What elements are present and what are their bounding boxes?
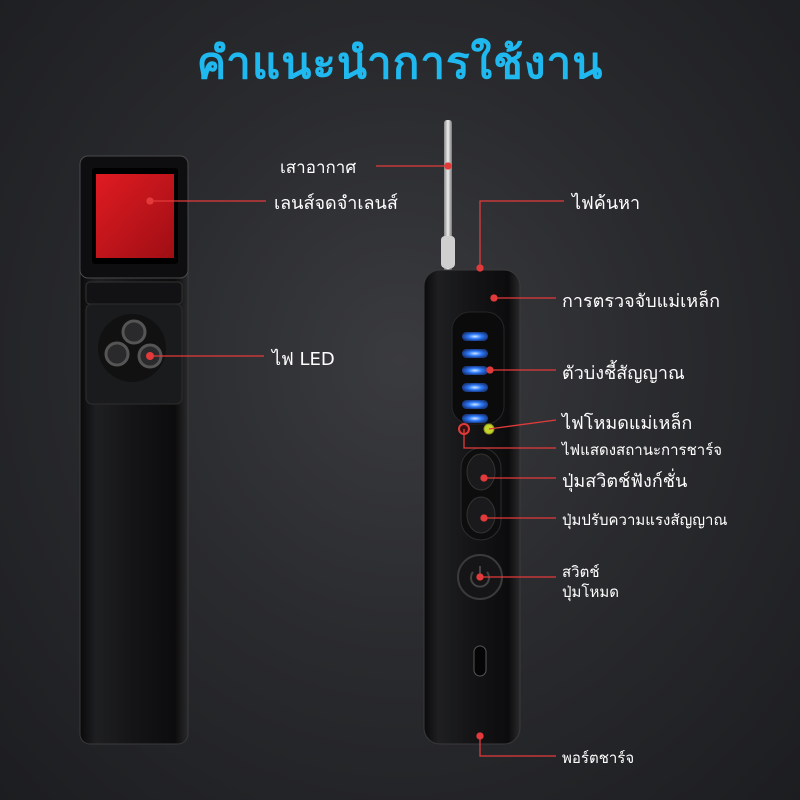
label-mode-button: ปุ่มโหมด <box>562 583 619 601</box>
right-device <box>423 120 521 745</box>
label-magnetic-mode-light: ไฟโหมดแม่เหล็ก <box>562 413 693 434</box>
label-infrared-lens: เลนส์จดจำเลนส์ <box>274 193 398 214</box>
label-signal-strength-button: ปุ่มปรับความแรงสัญญาณ <box>562 511 728 529</box>
label-charging-port: พอร์ตชาร์จ <box>562 749 635 767</box>
charging-port <box>473 645 487 677</box>
label-magnetic-detection: การตรวจจับแม่เหล็ก <box>562 291 721 312</box>
label-antenna: เสาอากาศ <box>280 158 357 178</box>
led-icon <box>121 319 147 345</box>
label-led: ไฟ LED <box>272 349 335 370</box>
label-function-switch-button: ปุ่มสวิตช์ฟังก์ชั่น <box>562 471 688 492</box>
label-charging-status-light: ไฟแสดงสถานะการชาร์จ <box>562 441 723 459</box>
red-lens <box>96 174 174 258</box>
left-device <box>79 155 189 745</box>
label-signal-indicator: ตัวบ่งชี้สัญญาณ <box>562 363 685 384</box>
signal-bars <box>462 332 488 423</box>
label-search-light: ไฟค้นหา <box>572 193 641 214</box>
signal-strength-button[interactable] <box>466 496 496 534</box>
leader-lines <box>146 162 564 757</box>
led-icon <box>104 341 130 367</box>
function-switch-button[interactable] <box>466 453 496 491</box>
page-title: คำแนะนำการใช้งาน <box>196 38 604 89</box>
label-switch: สวิตช์ <box>562 563 600 581</box>
